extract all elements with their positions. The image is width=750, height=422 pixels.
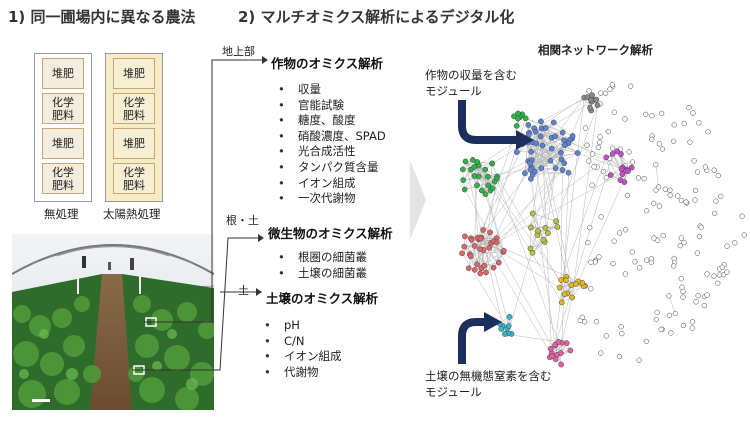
arrow-head-yield: [516, 130, 534, 150]
arrow-to-yield-module: [462, 100, 518, 140]
arrow-to-nitrogen-module: [462, 322, 486, 364]
arrow-head-nitrogen: [484, 312, 502, 332]
